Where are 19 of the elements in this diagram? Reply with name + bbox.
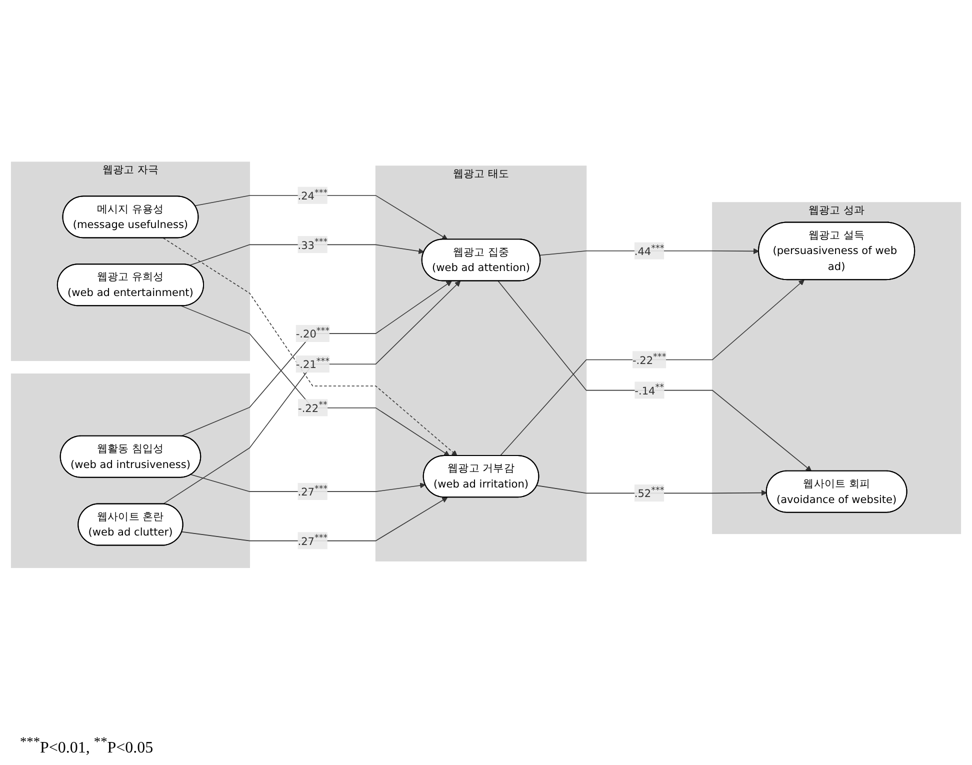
edge-label: .24$^{***}$ [298,188,328,202]
edge-label: .27$^{***}$ [298,533,328,548]
edge-label: .44$^{***}$ [634,244,664,258]
arrow [162,280,461,504]
cluster [10,374,250,568]
edge-label: -.22$^{***}$ [632,352,666,366]
edge-label: -.20$^{***}$ [296,326,330,340]
arrow [182,497,448,542]
arrow [162,238,458,456]
edge-label: .52$^{***}$ [634,486,664,500]
edge-label: -.14$^{**}$ [634,382,664,398]
edge-label: -.21$^{***}$ [296,356,330,371]
edge-label: .27$^{***}$ [298,484,328,498]
arrow [194,195,448,240]
edge-label: .33$^{***}$ [298,237,328,252]
arrow [180,280,452,437]
edge-label: -.22$^{**}$ [298,400,328,415]
arrow [180,306,450,456]
footnote: $^{***}$P<0.01, $^{**}$P<0.05 [20,734,154,757]
